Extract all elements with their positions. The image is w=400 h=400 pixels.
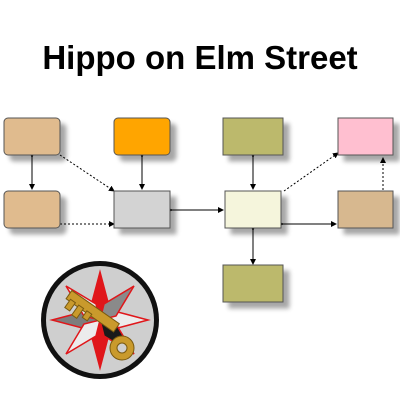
box-cream [224,190,282,229]
compass-key-logo-icon [41,261,159,379]
connector-cream-to-pink-dotted [283,152,339,192]
box-light-tan [337,190,394,229]
box-tan-top [3,117,61,156]
box-olive-top [222,117,284,156]
box-gray [113,190,171,229]
box-tan-bottom [3,190,61,229]
key-icon [64,289,135,361]
box-orange [113,117,171,156]
box-olive-bottom [222,264,284,303]
box-pink [337,117,394,156]
connector-tan-top-to-gray-dotted [59,154,115,192]
connectors [29,152,386,265]
page-title: Hippo on Elm Street [42,39,358,76]
diagram-boxes [3,117,394,303]
